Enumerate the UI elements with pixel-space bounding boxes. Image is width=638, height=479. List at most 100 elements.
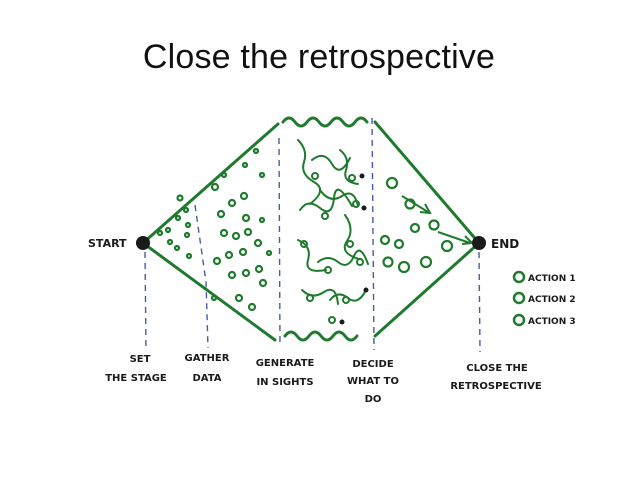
idea-dot	[166, 238, 174, 246]
idea-dot	[219, 228, 229, 238]
idea-dot	[224, 250, 234, 260]
action-arrow	[401, 195, 429, 213]
legend-circle-icon	[512, 313, 526, 327]
idea-dot	[247, 302, 257, 312]
diamond-outline	[141, 116, 481, 342]
idea-dot	[231, 231, 241, 241]
phase-divider	[144, 251, 147, 351]
legend-circle-icon	[512, 291, 526, 305]
phase-label-line: GENERATE	[256, 358, 315, 369]
idea-dot	[174, 214, 182, 222]
idea-dot	[252, 147, 260, 155]
insight-node	[352, 200, 360, 208]
idea-dot	[210, 294, 218, 302]
insight-squiggle	[317, 249, 369, 266]
arrowhead-icon	[361, 205, 367, 211]
insight-node	[311, 172, 319, 180]
phase-divider	[371, 117, 375, 351]
bottom-wave	[283, 330, 359, 342]
insight-node	[328, 316, 336, 324]
legend: ACTION 1 ACTION 2 ACTION 3	[512, 270, 576, 327]
arrowhead-icon	[339, 319, 345, 325]
legend-item-action-1: ACTION 1	[512, 270, 576, 284]
phase-label-close-the-retrospective: CLOSE THE RETROSPECTIVE	[450, 363, 542, 392]
idea-dot	[243, 227, 253, 237]
insight-squiggle	[297, 239, 327, 272]
phase-divider	[194, 204, 209, 349]
insight-squiggle	[339, 149, 359, 185]
insight-squiggle	[319, 189, 359, 207]
arrowhead-icon	[363, 287, 369, 293]
idea-dot	[258, 278, 268, 288]
insight-node	[348, 174, 356, 182]
phase-dividers	[144, 117, 481, 353]
legend-item-action-3: ACTION 3	[512, 313, 576, 327]
insight-squiggle	[299, 188, 353, 213]
phase-divider	[278, 137, 281, 348]
idea-dot	[227, 198, 237, 208]
phase-label-line: RETROSPECTIVE	[450, 381, 542, 392]
diamond-right-edge	[373, 120, 481, 338]
phase-label-decide-what-to-do: DECIDE WHAT TO DO	[347, 359, 399, 405]
end-label: END	[491, 237, 519, 251]
insight-node	[306, 294, 314, 302]
idea-dot	[241, 268, 251, 278]
idea-dot	[254, 264, 264, 274]
legend-item-action-2: ACTION 2	[512, 291, 576, 305]
phase-label-line: CLOSE THE	[466, 363, 528, 374]
idea-dot	[234, 293, 244, 303]
insight-squiggles	[297, 139, 369, 325]
idea-dot	[185, 252, 193, 260]
phase-label-line: THE STAGE	[105, 373, 167, 384]
insight-node	[346, 240, 354, 248]
idea-dot	[379, 234, 391, 246]
idea-dot	[227, 270, 237, 280]
insight-squiggle	[311, 154, 351, 171]
idea-dot	[397, 260, 411, 274]
idea-dot	[385, 176, 399, 190]
slide-title: Close the retrospective	[142, 38, 496, 76]
idea-dot	[156, 229, 164, 237]
start-node	[136, 236, 150, 250]
phase-label-line: GATHER	[185, 353, 230, 364]
idea-dot	[440, 239, 454, 253]
idea-dot	[216, 209, 226, 219]
idea-dot	[182, 206, 190, 214]
phase-label-line: DATA	[192, 373, 221, 384]
arrowhead-icon	[359, 173, 365, 179]
legend-label: ACTION 3	[528, 317, 576, 327]
idea-dot	[382, 256, 394, 268]
insight-squiggle	[297, 139, 321, 205]
legend-label: ACTION 1	[528, 274, 576, 284]
idea-dot	[238, 247, 248, 257]
insight-node	[321, 212, 329, 220]
idea-dot	[176, 194, 184, 202]
phase-label-line: DO	[365, 394, 382, 405]
phase-label-gather-data: GATHER DATA	[185, 353, 230, 384]
insight-squiggle	[343, 214, 360, 260]
idea-dot	[220, 171, 228, 179]
start-label: START	[88, 237, 127, 250]
phase-label-line: WHAT TO	[347, 376, 399, 387]
legend-label: ACTION 2	[528, 295, 576, 305]
phase-label-generate-insights: GENERATE IN SIGHTS	[256, 358, 315, 388]
phase-label-line: DECIDE	[352, 359, 393, 370]
phase-divider	[478, 251, 481, 353]
idea-dot	[419, 255, 433, 269]
idea-dot	[241, 213, 251, 223]
idea-dot	[183, 231, 191, 239]
idea-dot	[239, 191, 249, 201]
insight-node	[300, 240, 308, 248]
idea-dot	[253, 238, 263, 248]
idea-dot	[428, 219, 440, 231]
insight-node	[324, 266, 332, 274]
arrowhead-icon	[419, 203, 432, 215]
idea-dots	[156, 147, 475, 312]
idea-dot	[258, 171, 266, 179]
legend-circle-icon	[512, 270, 526, 284]
idea-dot	[265, 249, 273, 257]
top-wave	[281, 116, 369, 128]
idea-dot	[241, 161, 249, 169]
diamond-left-edge	[141, 122, 280, 342]
